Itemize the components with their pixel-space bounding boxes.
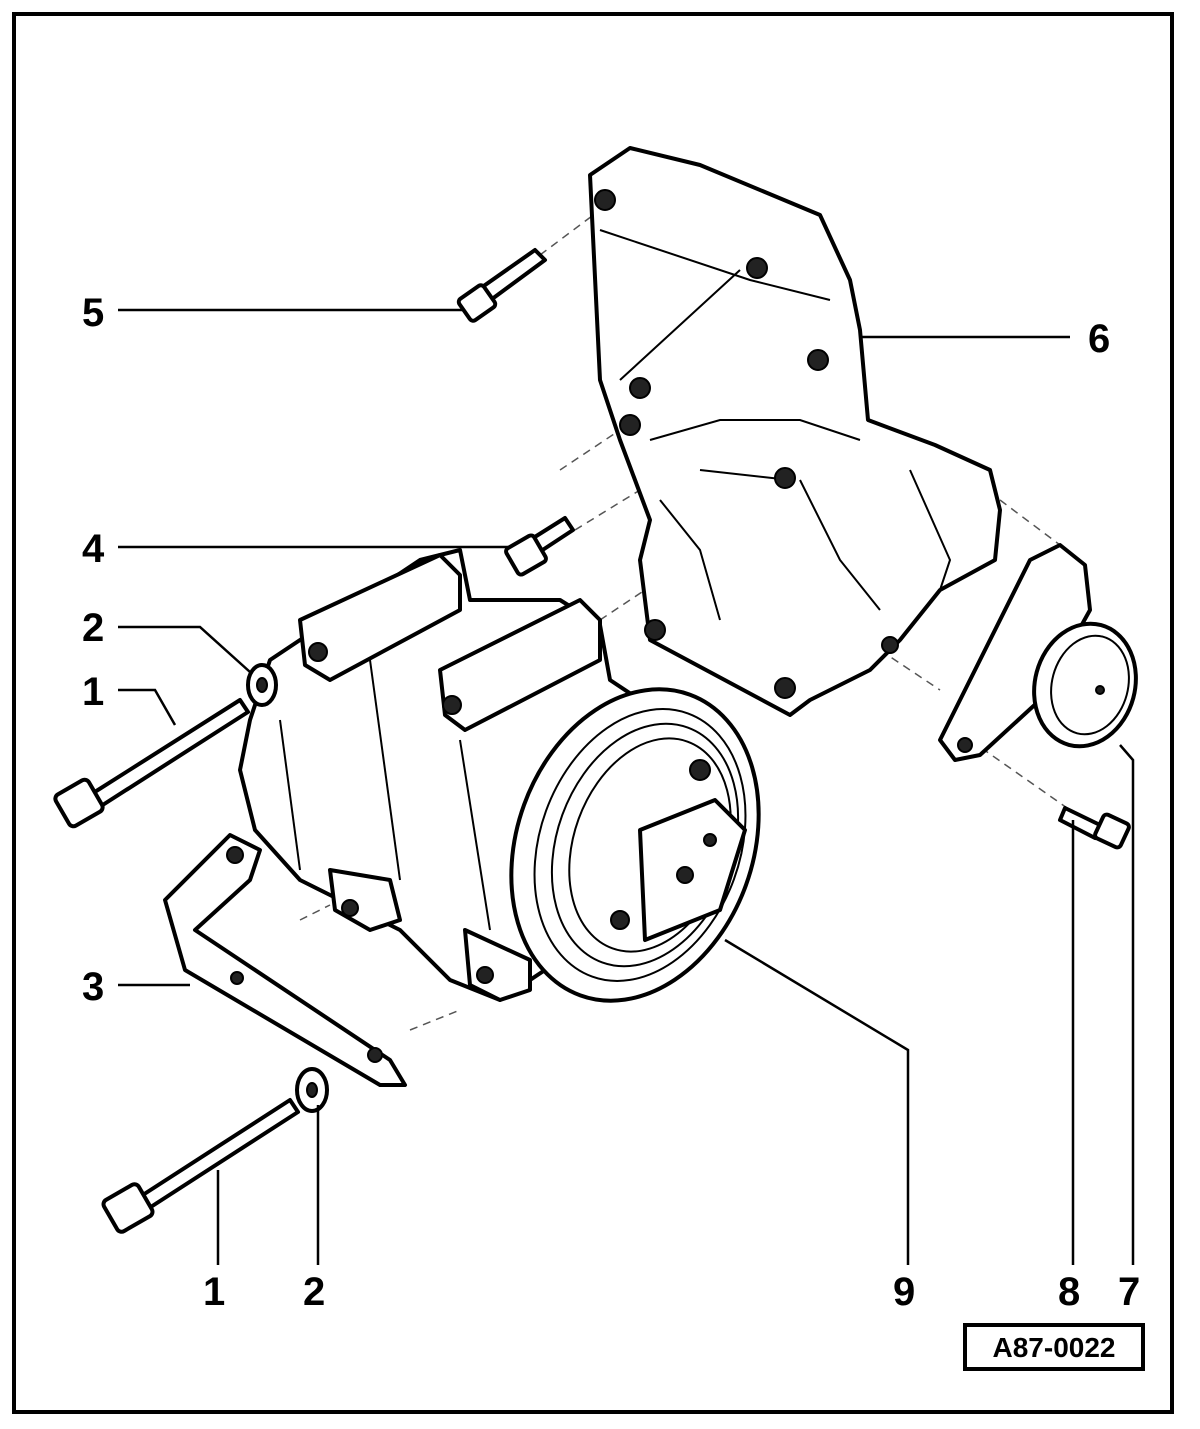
callout-2-bottom: 2 xyxy=(303,1270,325,1314)
callout-8: 8 xyxy=(1058,1270,1080,1314)
bolt-5 xyxy=(456,248,547,323)
compressor xyxy=(238,548,761,1003)
callout-1-bottom: 1 xyxy=(203,1270,225,1314)
bolt-1-upper xyxy=(53,698,250,829)
mounting-bracket xyxy=(588,146,1002,717)
bolt-4 xyxy=(504,516,575,577)
callout-1-left: 1 xyxy=(82,670,104,714)
bracket-3 xyxy=(163,833,407,1087)
bolt-1-lower xyxy=(101,1098,300,1234)
leader-lines xyxy=(118,308,1135,1265)
callout-4: 4 xyxy=(82,527,105,571)
callout-2-left: 2 xyxy=(82,606,104,650)
callout-5: 5 xyxy=(82,291,104,335)
callout-7: 7 xyxy=(1118,1270,1140,1314)
callout-labels: 5 6 4 2 1 3 1 2 9 8 7 xyxy=(82,291,1140,1314)
washer-2-lower xyxy=(295,1067,329,1113)
bolt-8 xyxy=(1058,806,1131,850)
figure-frame xyxy=(12,12,1174,1414)
reference-code-box: A87-0022 xyxy=(963,1323,1145,1371)
callout-3: 3 xyxy=(82,965,104,1009)
callout-9: 9 xyxy=(893,1270,915,1314)
callout-6: 6 xyxy=(1088,317,1110,361)
reference-code: A87-0022 xyxy=(993,1332,1116,1363)
washer-2-upper xyxy=(246,663,278,707)
tensioner-7 xyxy=(938,543,1138,762)
